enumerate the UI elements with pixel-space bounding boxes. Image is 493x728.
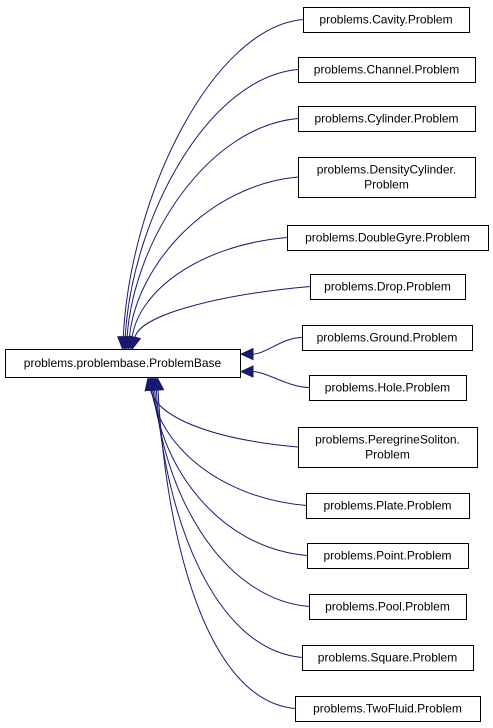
- node-double-gyre-box: [287, 225, 489, 251]
- node-density-cylinder-box: [298, 157, 476, 198]
- node-square-label: problems.Square.Problem: [318, 651, 457, 665]
- edge-cylinder: [120, 118, 299, 351]
- node-problembase-label: problems.problembase.ProblemBase: [24, 356, 222, 370]
- edge-two-fluid-line: [157, 389, 296, 709]
- node-problembase-box: [5, 349, 241, 378]
- edge-point: [146, 376, 308, 556]
- node-channel-label: problems.Channel.Problem: [314, 63, 459, 77]
- class-nodes: problems.problembase.ProblemBase problems…: [5, 7, 489, 722]
- node-density-cylinder[interactable]: problems.DensityCylinder.Problem: [298, 157, 476, 198]
- edge-pool-line: [154, 389, 310, 607]
- edge-peregrine-soliton-line: [150, 389, 299, 448]
- node-peregrine-soliton-label: Problem: [365, 448, 410, 462]
- edge-cavity: [117, 19, 304, 351]
- node-hole[interactable]: problems.Hole.Problem: [309, 375, 467, 401]
- edge-channel: [118, 69, 299, 351]
- edge-ground: [239, 337, 303, 361]
- edge-double-gyre: [126, 237, 288, 351]
- node-ground-box: [302, 325, 473, 351]
- node-two-fluid[interactable]: problems.TwoFluid.Problem: [295, 696, 481, 722]
- node-drop-label: problems.Drop.Problem: [324, 280, 451, 294]
- edge-hole: [239, 365, 310, 388]
- node-plate-label: problems.Plate.Problem: [323, 499, 451, 513]
- edge-ground-line: [252, 337, 303, 355]
- edge-double-gyre-line: [131, 237, 288, 338]
- edge-drop-line: [134, 286, 311, 338]
- node-ground[interactable]: problems.Ground.Problem: [302, 325, 473, 351]
- edge-two-fluid: [151, 376, 296, 709]
- inheritance-edges: [117, 19, 311, 709]
- edge-drop: [128, 286, 311, 351]
- node-square-box: [302, 645, 474, 671]
- node-hole-box: [309, 375, 467, 401]
- node-density-cylinder-label: problems.DensityCylinder.: [317, 163, 456, 177]
- node-square[interactable]: problems.Square.Problem: [302, 645, 474, 671]
- node-double-gyre[interactable]: problems.DoubleGyre.Problem: [287, 225, 489, 251]
- node-point-box: [307, 543, 469, 569]
- node-hole-label: problems.Hole.Problem: [325, 381, 450, 395]
- node-channel[interactable]: problems.Channel.Problem: [298, 57, 476, 83]
- edge-square-line: [155, 389, 303, 658]
- node-peregrine-soliton[interactable]: problems.PeregrineSoliton.Problem: [298, 427, 478, 468]
- node-pool-label: problems.Pool.Problem: [325, 600, 450, 614]
- node-channel-box: [298, 57, 476, 83]
- edge-peregrine-soliton: [144, 376, 299, 448]
- node-pool-box: [309, 594, 467, 620]
- edge-plate: [145, 376, 307, 506]
- edge-ground-arrowhead: [239, 347, 254, 361]
- edge-hole-line: [252, 371, 310, 388]
- node-point-label: problems.Point.Problem: [323, 549, 451, 563]
- node-cavity-box: [303, 7, 470, 33]
- edge-density-cylinder-line: [128, 176, 299, 338]
- edge-cavity-line: [122, 19, 304, 338]
- node-cylinder-label: problems.Cylinder.Problem: [314, 112, 458, 126]
- node-two-fluid-label: problems.TwoFluid.Problem: [313, 702, 462, 716]
- node-point[interactable]: problems.Point.Problem: [307, 543, 469, 569]
- node-double-gyre-label: problems.DoubleGyre.Problem: [305, 231, 470, 245]
- node-cylinder[interactable]: problems.Cylinder.Problem: [298, 106, 476, 132]
- edge-channel-line: [124, 69, 299, 338]
- edge-drop-arrowhead: [128, 335, 142, 351]
- node-density-cylinder-label: Problem: [364, 178, 409, 192]
- node-cylinder-box: [298, 106, 476, 132]
- edge-hole-arrowhead: [239, 365, 254, 378]
- edge-two-fluid-arrowhead: [151, 376, 165, 391]
- node-two-fluid-box: [295, 696, 481, 722]
- node-drop[interactable]: problems.Drop.Problem: [310, 274, 466, 300]
- edge-pool: [148, 376, 310, 607]
- node-plate-box: [306, 493, 470, 519]
- node-pool[interactable]: problems.Pool.Problem: [309, 594, 467, 620]
- node-peregrine-soliton-box: [298, 427, 478, 468]
- node-peregrine-soliton-label: problems.PeregrineSoliton.: [315, 433, 460, 447]
- edge-cylinder-line: [126, 118, 299, 338]
- node-plate[interactable]: problems.Plate.Problem: [306, 493, 470, 519]
- edge-plate-line: [151, 389, 307, 506]
- node-drop-box: [310, 274, 466, 300]
- node-problembase[interactable]: problems.problembase.ProblemBase: [5, 349, 241, 378]
- node-ground-label: problems.Ground.Problem: [317, 331, 458, 345]
- node-cavity[interactable]: problems.Cavity.Problem: [303, 7, 470, 33]
- node-cavity-label: problems.Cavity.Problem: [319, 13, 452, 27]
